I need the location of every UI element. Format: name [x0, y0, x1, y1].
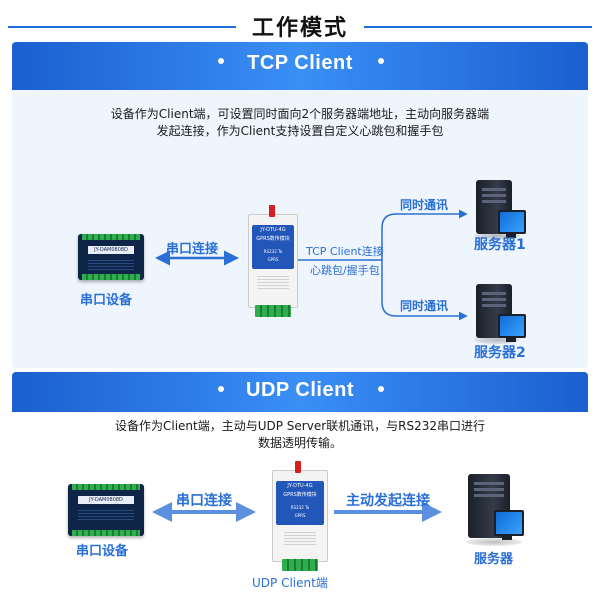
udp-device-label: 串口设备: [76, 544, 129, 559]
tcp-branch-path: [381, 209, 468, 260]
udp-serial-link-label: 串口连接: [176, 493, 232, 509]
header-dot-left: [218, 386, 224, 392]
udp-server-shadow: [466, 538, 522, 546]
tcp-desc-line-1: 设备作为Client端，可设置同时面向2个服务器端地址，主动向服务器端: [110, 107, 490, 121]
udp-desc-line-2: 数据透明传输。: [257, 436, 342, 450]
dtu-name-text: GPRS数传模块: [256, 236, 290, 242]
tcp-branch-2-label: 同时通讯: [400, 299, 449, 313]
page-title: 工作模式: [251, 16, 348, 41]
io-board-label: JY-DAM0808D: [88, 246, 134, 254]
tcp-client-header: TCP Client: [12, 42, 588, 90]
header-dot-right: [378, 58, 384, 64]
dtu-model-text: JY-DTU-4G: [287, 483, 313, 489]
udp-active-link-label: 主动发起连接: [346, 493, 430, 509]
tcp-branch-1-label: 同时通讯: [400, 198, 449, 212]
udp-dtu-label: UDP Client端: [252, 576, 328, 590]
tcp-description: 设备作为Client端，可设置同时面向2个服务器端地址，主动向服务器端 发起连接…: [60, 106, 540, 140]
udp-server-label: 服务器: [474, 552, 514, 567]
dtu-name-text: GPRS数传模块: [283, 492, 317, 498]
tcp-dtu-link-label-1: TCP Client连接: [306, 245, 384, 258]
server-2-label: 服务器2: [474, 345, 526, 361]
udp-server-image: [468, 474, 524, 544]
dtu-face-line-1: RS232 To: [263, 249, 283, 254]
header-dot-right: [378, 386, 384, 392]
tcp-desc-line-2: 发起连接，作为Client支持设置自定义心跳包和握手包: [156, 124, 444, 138]
server-1-shadow: [474, 232, 520, 240]
tcp-device-label: 串口设备: [80, 293, 133, 308]
title-rule: [0, 26, 600, 28]
server-2-shadow: [474, 336, 520, 344]
udp-desc-line-1: 设备作为Client端，主动与UDP Server联机通讯，与RS232串口进行: [114, 419, 486, 433]
server-2-image: [476, 284, 526, 344]
tcp-branch-path-2: [381, 260, 468, 321]
server-1-label: 服务器1: [474, 237, 526, 253]
server-1-image: [476, 180, 526, 240]
dtu-face-line-1: RS232 To: [290, 505, 310, 510]
tcp-dtu-link-label-2: 心跳包/握手包: [310, 264, 380, 277]
tcp-client-title: TCP Client: [247, 52, 353, 74]
tcp-serial-link-label: 串口连接: [166, 242, 219, 257]
header-dot-left: [218, 58, 224, 64]
dtu-face-line-2: GPRS: [267, 257, 279, 262]
io-board-label: JY-DAM0808D: [78, 496, 134, 504]
tcp-serial-device-image: JY-DAM0808D: [78, 234, 144, 280]
udp-client-header: UDP Client: [12, 372, 588, 412]
udp-dtu-module-image: JY-DTU-4G GPRS数传模块 RS232 To GPRS: [272, 461, 328, 571]
udp-serial-device-image: JY-DAM0808D: [68, 484, 144, 536]
tcp-diagram-arrows: [155, 209, 468, 321]
dtu-face-line-2: GPRS: [294, 513, 306, 518]
udp-description: 设备作为Client端，主动与UDP Server联机通讯，与RS232串口进行…: [60, 418, 540, 452]
dtu-model-text: JY-DTU-4G: [260, 227, 286, 233]
udp-client-title: UDP Client: [246, 379, 354, 401]
tcp-dtu-module-image: JY-DTU-4G GPRS数传模块 RS232 To GPRS: [248, 205, 298, 317]
